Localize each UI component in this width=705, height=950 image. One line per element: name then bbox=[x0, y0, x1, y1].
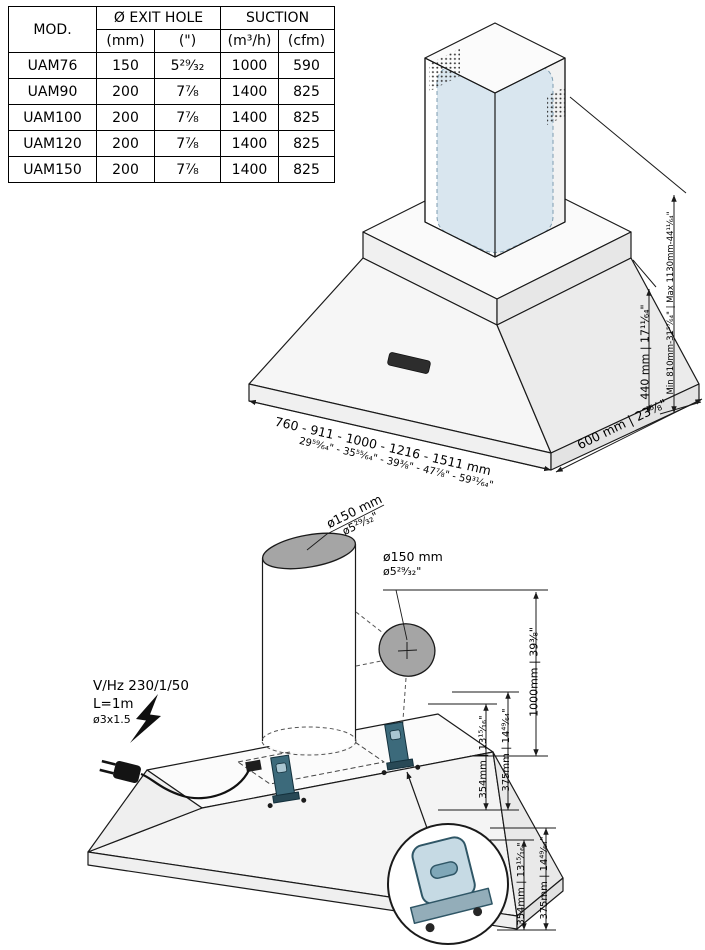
side-exit-hole-label: ø150 mm ø5²⁹⁄₃₂" bbox=[383, 549, 443, 580]
cell-mod: UAM90 bbox=[8, 78, 97, 105]
cell-cfm: 825 bbox=[278, 104, 335, 131]
side-exit-hole-in: ø5²⁹⁄₃₂" bbox=[383, 565, 422, 579]
cell-m3h: 1400 bbox=[220, 156, 279, 183]
col-header-suction: SUCTION bbox=[220, 6, 335, 30]
table-row: UAM100 200 7⁷⁄₈ 1400 825 bbox=[8, 104, 335, 131]
cell-cfm: 590 bbox=[278, 52, 335, 79]
cell-mod: UAM150 bbox=[8, 156, 97, 183]
bracket-dimension-354-upper: 354mm | 13¹⁵⁄₁₆" bbox=[478, 715, 489, 799]
detail-bracket bbox=[409, 836, 493, 933]
hole-center-mark bbox=[397, 642, 418, 659]
body-height-dimension: 440 mm | 17¹¹⁄₆₄" bbox=[638, 304, 652, 400]
front-view-drawing bbox=[248, 22, 703, 473]
power-spec-label: V/Hz 230/1/50 L=1m ø3x1.5 bbox=[93, 678, 189, 727]
power-cord bbox=[140, 769, 250, 800]
cell-cfm: 825 bbox=[278, 130, 335, 157]
side-exit-hole-mm: ø150 mm bbox=[383, 549, 443, 564]
label-leader-lines bbox=[306, 504, 548, 641]
cell-mm: 150 bbox=[96, 52, 155, 79]
bracket-dimension-354-detail: 354mm | 13¹⁵⁄₁₆" bbox=[516, 842, 527, 926]
power-plug-icon bbox=[99, 759, 141, 784]
cell-m3h: 1400 bbox=[220, 78, 279, 105]
outlet-height-dimension: 1000mm | 39³⁄₈" bbox=[527, 627, 541, 717]
cord-junction-box bbox=[245, 759, 262, 773]
cell-m3h: 1000 bbox=[220, 52, 279, 79]
install-dimension-lines bbox=[428, 592, 556, 931]
col-subheader-cfm: (cfm) bbox=[278, 29, 335, 53]
chimney bbox=[424, 22, 566, 258]
spec-table: MOD. Ø EXIT HOLE SUCTION (mm) (") (m³/h)… bbox=[8, 6, 335, 183]
bracket-dimension-375-detail: 375mm | 14⁴⁹⁄₆₄" bbox=[539, 836, 550, 920]
cell-inches: 7⁷⁄₈ bbox=[154, 104, 221, 131]
col-header-exit-hole: Ø EXIT HOLE bbox=[96, 6, 221, 30]
table-row: UAM90 200 7⁷⁄₈ 1400 825 bbox=[8, 78, 335, 105]
col-subheader-inches: (") bbox=[154, 29, 221, 53]
power-cable-length: L=1m bbox=[93, 695, 134, 712]
table-row: UAM76 150 5²⁹⁄₃₂ 1000 590 bbox=[8, 52, 335, 79]
duct-hidden-base bbox=[261, 726, 357, 756]
duct-cylinder bbox=[262, 544, 356, 753]
cell-mod: UAM100 bbox=[8, 104, 97, 131]
power-voltage: V/Hz 230/1/50 bbox=[93, 678, 189, 694]
bracket-dimension-375-upper: 375mm | 14⁴⁹⁄₆₄" bbox=[501, 708, 512, 792]
vent-grille-left bbox=[429, 48, 460, 92]
detail-view bbox=[387, 771, 509, 945]
col-header-mod: MOD. bbox=[8, 6, 97, 53]
installation-drawing bbox=[87, 504, 564, 945]
cell-mm: 200 bbox=[96, 156, 155, 183]
power-cable-section: ø3x1.5 bbox=[93, 713, 131, 727]
table-row: UAM150 200 7⁷⁄₈ 1400 825 bbox=[8, 156, 335, 183]
col-subheader-m3h: (m³/h) bbox=[220, 29, 279, 53]
cell-cfm: 825 bbox=[278, 78, 335, 105]
lightning-bolt-icon bbox=[130, 694, 161, 743]
top-exit-hole bbox=[261, 532, 357, 570]
cell-cfm: 825 bbox=[278, 156, 335, 183]
cell-inches: 5²⁹⁄₃₂ bbox=[154, 52, 221, 79]
front-view-dimension-lines bbox=[248, 96, 703, 473]
total-height-dimension: Min 810mm-31⁵⁷⁄₆₄" | Max 1130mm-44¹¹⁄₆₄" bbox=[665, 211, 676, 395]
cell-mod: UAM120 bbox=[8, 130, 97, 157]
duct-cutout bbox=[237, 739, 385, 785]
vent-grille-right bbox=[547, 87, 565, 125]
control-badge bbox=[387, 352, 431, 374]
